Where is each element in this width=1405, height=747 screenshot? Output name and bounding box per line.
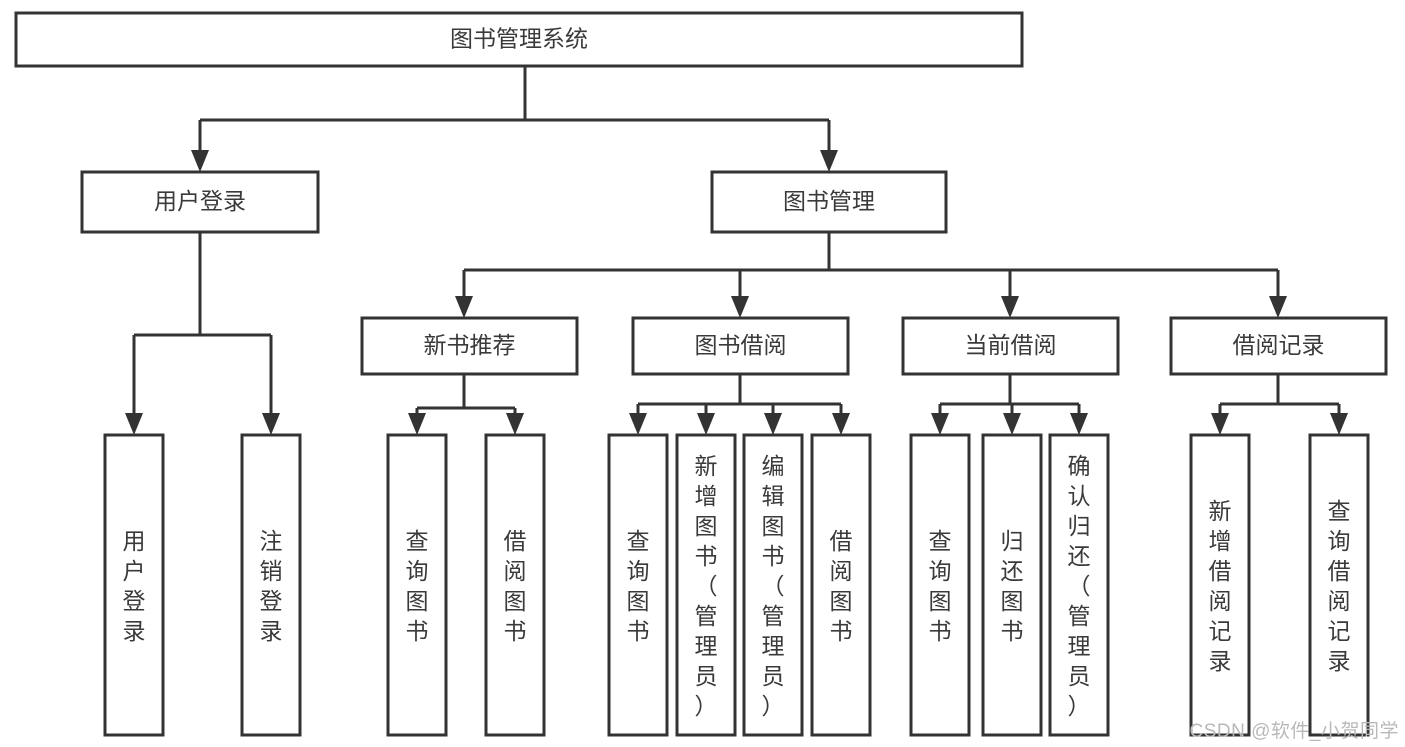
node-leaf-confirm-return[interactable]: 确认归还（管理员） — [1048, 433, 1110, 737]
node-box-book-manage[interactable] — [710, 170, 948, 234]
arrow-head-icon — [697, 413, 715, 435]
node-box-new-book-rec[interactable] — [360, 316, 579, 376]
node-label-leaf-add-record: 新增借阅记录 — [1209, 498, 1232, 674]
node-box-leaf-edit-book[interactable] — [742, 433, 804, 737]
node-root[interactable]: 图书管理系统 — [14, 11, 1024, 68]
node-box-book-borrow[interactable] — [631, 316, 850, 376]
node-leaf-add-book[interactable]: 新增图书（管理员） — [675, 433, 737, 737]
node-leaf-user-login[interactable]: 用户登录 — [103, 433, 165, 737]
csdn-watermark: CSDN @软件_小贺同学 — [1189, 721, 1399, 742]
conn-current-borrow — [931, 374, 1088, 435]
arrow-head-icon — [1003, 413, 1021, 435]
node-layer: 图书管理系统用户登录图书管理新书推荐图书借阅当前借阅借阅记录用户登录注销登录查询… — [14, 11, 1388, 737]
node-user-login[interactable]: 用户登录 — [80, 170, 320, 234]
arrow-head-icon — [455, 296, 473, 318]
node-label-new-book-rec: 新书推荐 — [424, 332, 516, 358]
node-label-leaf-confirm-return: 确认归还（管理员） — [1068, 453, 1091, 719]
node-box-current-borrow[interactable] — [901, 316, 1120, 376]
conn-new-book-rec — [408, 374, 524, 435]
node-leaf-return-book[interactable]: 归还图书 — [981, 433, 1043, 737]
node-leaf-query-book-1[interactable]: 查询图书 — [386, 433, 448, 737]
arrow-head-icon — [262, 413, 280, 435]
node-label-current-borrow: 当前借阅 — [965, 332, 1057, 358]
node-new-book-rec[interactable]: 新书推荐 — [360, 316, 579, 376]
node-box-borrow-record[interactable] — [1169, 316, 1388, 376]
node-box-leaf-query-book-3[interactable] — [909, 433, 971, 737]
arrow-head-icon — [931, 413, 949, 435]
node-box-leaf-borrow-book-2[interactable] — [810, 433, 872, 737]
node-box-leaf-query-book-2[interactable] — [607, 433, 669, 737]
node-box-leaf-query-record[interactable] — [1308, 433, 1370, 737]
node-label-leaf-query-book-1: 查询图书 — [406, 528, 429, 644]
node-label-leaf-query-book-2: 查询图书 — [627, 528, 650, 644]
node-leaf-query-book-3[interactable]: 查询图书 — [909, 433, 971, 737]
connector-layer — [125, 66, 1348, 435]
node-label-user-login: 用户登录 — [154, 188, 246, 214]
conn-root — [191, 66, 838, 172]
conn-book-manage — [455, 232, 1287, 318]
node-label-leaf-query-book-3: 查询图书 — [929, 528, 952, 644]
arrow-head-icon — [191, 150, 209, 172]
node-current-borrow[interactable]: 当前借阅 — [901, 316, 1120, 376]
node-leaf-edit-book[interactable]: 编辑图书（管理员） — [742, 433, 804, 737]
node-box-leaf-add-record[interactable] — [1189, 433, 1251, 737]
arrow-head-icon — [408, 413, 426, 435]
arrow-head-icon — [820, 150, 838, 172]
node-label-leaf-logout: 注销登录 — [260, 528, 283, 644]
arrow-head-icon — [1269, 296, 1287, 318]
node-box-leaf-query-book-1[interactable] — [386, 433, 448, 737]
arrow-head-icon — [125, 413, 143, 435]
arrow-head-icon — [1330, 413, 1348, 435]
node-leaf-borrow-book-1[interactable]: 借阅图书 — [484, 433, 546, 737]
arrow-head-icon — [506, 413, 524, 435]
node-box-leaf-borrow-book-1[interactable] — [484, 433, 546, 737]
node-label-book-manage: 图书管理 — [783, 188, 875, 214]
node-box-leaf-user-login[interactable] — [103, 433, 165, 737]
node-leaf-borrow-book-2[interactable]: 借阅图书 — [810, 433, 872, 737]
node-label-leaf-return-book: 归还图书 — [1001, 528, 1024, 644]
node-label-leaf-user-login: 用户登录 — [123, 528, 146, 644]
node-leaf-query-record[interactable]: 查询借阅记录 — [1308, 433, 1370, 737]
conn-book-borrow — [629, 374, 850, 435]
node-box-user-login[interactable] — [80, 170, 320, 234]
arrow-head-icon — [1070, 413, 1088, 435]
arrow-head-icon — [629, 413, 647, 435]
node-label-leaf-borrow-book-1: 借阅图书 — [504, 528, 527, 644]
node-leaf-query-book-2[interactable]: 查询图书 — [607, 433, 669, 737]
arrow-head-icon — [1001, 296, 1019, 318]
arrow-head-icon — [764, 413, 782, 435]
node-label-root: 图书管理系统 — [450, 26, 588, 52]
conn-user-login — [125, 232, 280, 435]
arrow-head-icon — [731, 296, 749, 318]
node-label-leaf-add-book: 新增图书（管理员） — [695, 453, 718, 719]
node-label-book-borrow: 图书借阅 — [695, 332, 787, 358]
node-box-leaf-confirm-return[interactable] — [1048, 433, 1110, 737]
node-box-leaf-add-book[interactable] — [675, 433, 737, 737]
node-label-borrow-record: 借阅记录 — [1233, 332, 1325, 358]
node-box-leaf-return-book[interactable] — [981, 433, 1043, 737]
node-leaf-logout[interactable]: 注销登录 — [240, 433, 302, 737]
arrow-head-icon — [832, 413, 850, 435]
node-borrow-record[interactable]: 借阅记录 — [1169, 316, 1388, 376]
node-box-root[interactable] — [14, 11, 1024, 68]
node-leaf-add-record[interactable]: 新增借阅记录 — [1189, 433, 1251, 737]
node-book-borrow[interactable]: 图书借阅 — [631, 316, 850, 376]
node-label-leaf-borrow-book-2: 借阅图书 — [830, 528, 853, 644]
node-book-manage[interactable]: 图书管理 — [710, 170, 948, 234]
arrow-head-icon — [1211, 413, 1229, 435]
node-label-leaf-query-record: 查询借阅记录 — [1328, 498, 1351, 674]
conn-borrow-record — [1211, 374, 1348, 435]
node-box-leaf-logout[interactable] — [240, 433, 302, 737]
node-label-leaf-edit-book: 编辑图书（管理员） — [762, 453, 785, 719]
